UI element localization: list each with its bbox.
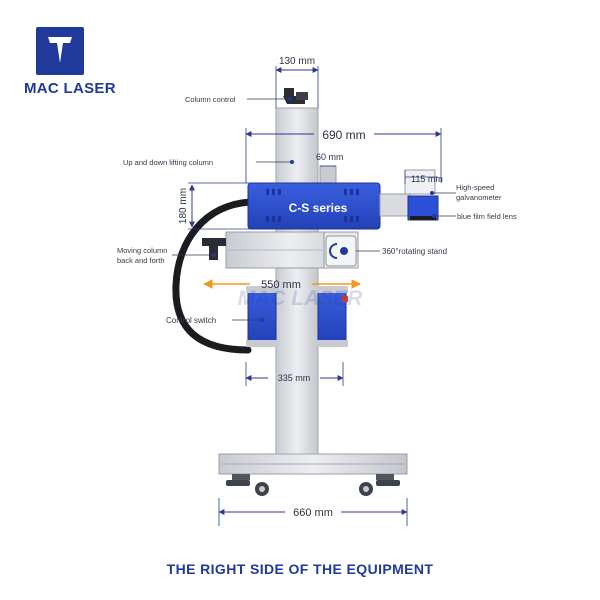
callout-field-lens: blue film field lens	[432, 212, 517, 221]
dim-switch-width: 335 mm	[245, 362, 344, 386]
dim-galvo-width: 115 mm	[404, 170, 443, 184]
svg-text:Control switch: Control switch	[166, 316, 216, 325]
rotating-stand-icon[interactable]	[325, 235, 357, 267]
svg-text:660 mm: 660 mm	[293, 507, 333, 519]
brand-name: MAC LASER	[24, 80, 116, 97]
watermark: MAC LASER	[238, 287, 364, 310]
svg-text:60 mm: 60 mm	[316, 152, 344, 162]
lifting-column	[275, 107, 319, 455]
brand-logo	[36, 27, 84, 75]
callout-control-switch: Control switch	[166, 316, 264, 325]
slide-handle[interactable]	[202, 238, 226, 260]
svg-text:335 mm: 335 mm	[278, 373, 311, 383]
page-caption: THE RIGHT SIDE OF THE EQUIPMENT	[166, 561, 434, 577]
dim-base-width: 660 mm	[218, 498, 408, 526]
dim-head-height: 180 mm	[178, 182, 250, 230]
svg-text:Up and down lifting column: Up and down lifting column	[123, 158, 213, 167]
series-label: C-S series	[289, 201, 348, 215]
svg-text:blue film field lens: blue film field lens	[457, 212, 517, 221]
dim-top-width: 130 mm	[275, 56, 319, 108]
svg-text:High-speed: High-speed	[456, 183, 494, 192]
dim-slide-travel: 550 mm	[203, 279, 361, 291]
svg-text:115 mm: 115 mm	[411, 174, 443, 184]
callout-galvanometer: High-speed galvanometer	[430, 183, 502, 202]
svg-text:back and forth: back and forth	[117, 256, 165, 265]
svg-text:Column control: Column control	[185, 95, 236, 104]
power-cable	[172, 198, 254, 354]
svg-text:360°rotating stand: 360°rotating stand	[382, 247, 447, 256]
callout-moving-column: Moving column back and forth	[117, 246, 216, 265]
svg-text:130 mm: 130 mm	[279, 56, 315, 67]
callout-column-control: Column control	[185, 95, 292, 104]
control-switch-box[interactable]	[246, 286, 348, 347]
dim-column-offset: 60 mm	[316, 152, 344, 167]
dim-head-length: 690 mm	[245, 128, 442, 183]
svg-text:180 mm: 180 mm	[178, 188, 189, 224]
svg-text:galvanometer: galvanometer	[456, 193, 502, 202]
svg-text:690 mm: 690 mm	[322, 128, 365, 142]
machine-base	[218, 453, 408, 496]
column-control-handle[interactable]	[283, 88, 308, 104]
svg-text:Moving column: Moving column	[117, 246, 167, 255]
callout-lifting-column: Up and down lifting column	[123, 158, 294, 167]
svg-text:550 mm: 550 mm	[261, 279, 301, 291]
laser-head: C-S series	[247, 165, 411, 230]
callout-rotating-stand: 360°rotating stand	[356, 247, 447, 256]
